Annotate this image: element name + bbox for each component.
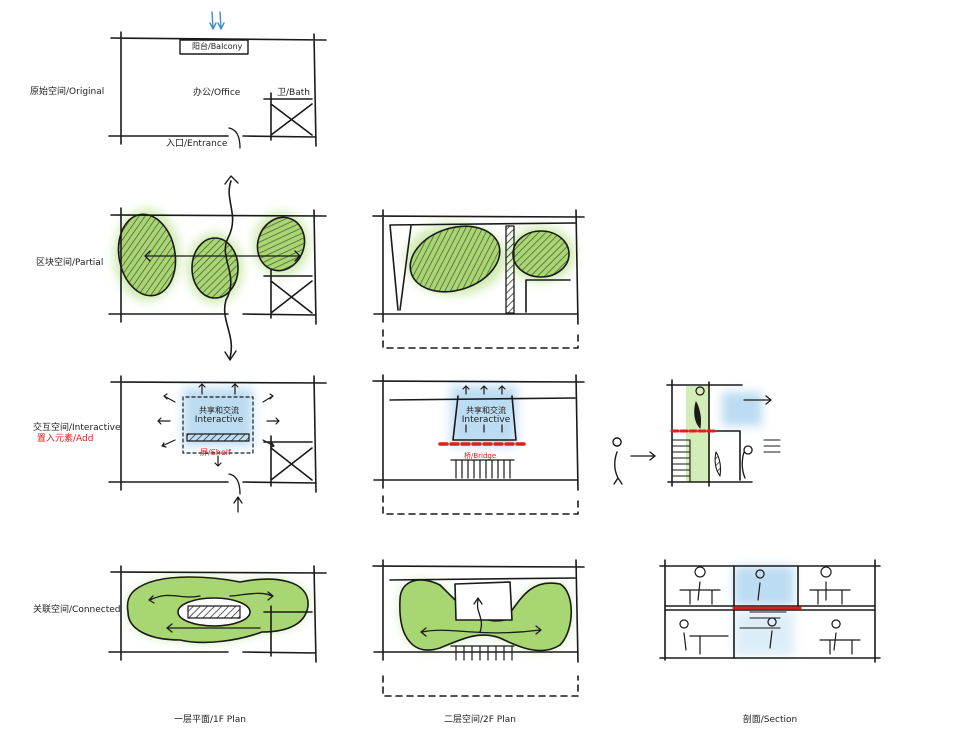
interactive-section xyxy=(613,380,780,486)
original-plan xyxy=(109,12,326,148)
partial-1f-plan xyxy=(109,176,326,360)
balcony-label: 阳台/Balcony xyxy=(192,42,243,51)
connected-1f-plan xyxy=(109,566,326,662)
connected-section xyxy=(660,560,880,662)
bridge-label: 桥/Bridge xyxy=(464,452,497,460)
interactive-2f-plan xyxy=(373,375,584,514)
row-label-original: 原始空间/Original xyxy=(30,87,105,97)
interactive-1f-plan xyxy=(109,376,326,512)
shared-2f-label-cn: 共享和交流 xyxy=(466,406,506,415)
row-label-interactive-add: 置入元素/Add xyxy=(37,434,94,444)
partial-2f-plan xyxy=(373,210,584,348)
shared-2f-label-en: Interactive xyxy=(461,415,511,425)
row-label-connected: 关联空间/Connected xyxy=(33,605,121,615)
column-label-2f: 二层空间/2F Plan xyxy=(444,715,516,725)
entrance-label: 入口/Entrance xyxy=(166,139,228,149)
bath-label: 卫/Bath xyxy=(277,88,310,98)
shared-label-cn: 共享和交流 xyxy=(199,406,239,415)
row-label-partial: 区块空间/Partial xyxy=(36,258,104,268)
column-label-section: 剖面/Section xyxy=(742,715,798,725)
shared-label-en: Interactive xyxy=(194,415,244,425)
row-label-interactive: 交互空间/Interactive xyxy=(33,423,121,433)
office-label: 办公/Office xyxy=(193,88,241,98)
column-label-1f: 一层平面/1F Plan xyxy=(174,715,246,725)
connected-2f-plan xyxy=(373,560,584,696)
shelf-label: 屏/Shelf xyxy=(200,448,231,457)
